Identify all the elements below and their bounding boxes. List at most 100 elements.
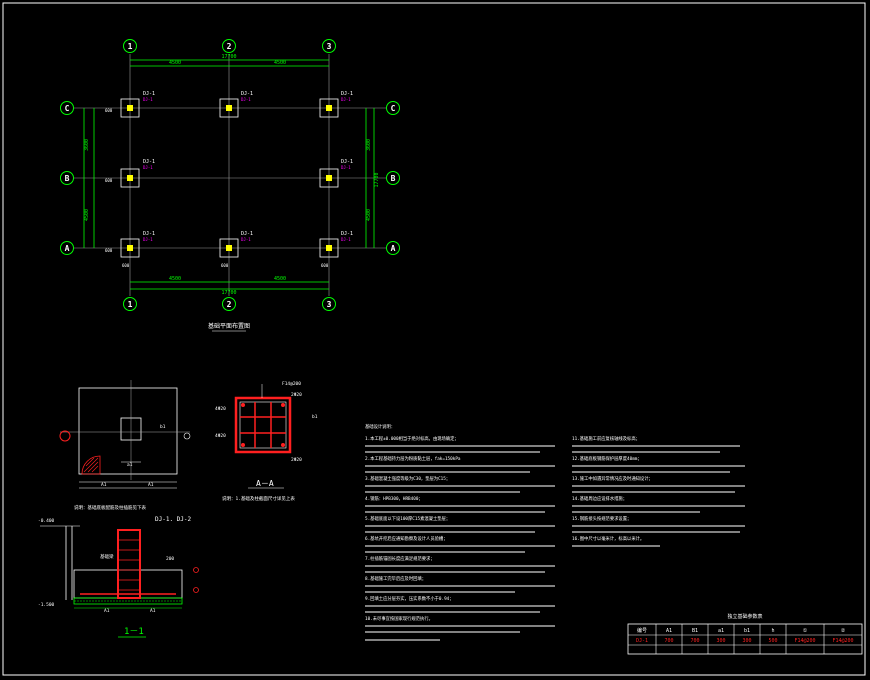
note-line: 10.未尽事宜按国家现行规范执行。 [365,615,433,622]
beam-label: 基础梁 [100,553,114,560]
plan-dimension-lines [83,59,375,290]
note-line: 4.钢筋：HPB300，HRB400； [365,495,423,502]
axis-top-2: 2 [227,42,232,51]
side-dim: 200 [166,556,174,562]
elev-bot: -1.500 [38,602,55,608]
table-cell: 300 [716,638,725,644]
notes-filler-lines [365,445,745,641]
axis-right-c: C [391,104,396,113]
dim-right-1: 3600 [366,139,372,151]
aa-right-bot: 2Φ20 [291,457,302,463]
note-line: 13.施工中如遇异常情况应及时通知设计； [572,475,653,482]
aa-left-top: 4Φ20 [215,406,226,412]
column-rebar-outline [117,529,141,599]
note-line: 7.柱插筋锚固长度应满足规范要求； [365,555,435,562]
dim-a1-2: A1 [150,608,156,614]
axis-right-a: A [391,244,396,253]
axis-bubbles [60,39,400,311]
detail-plan-note: 说明：基础底板配筋及柱插筋见下表 [74,504,146,511]
axis-labels: 1 2 3 1 2 3 C B A C B A [65,42,396,309]
footing-detail-plan: A1 A1 a1 b1 说明：基础底板配筋及柱插筋见下表 DJ-1. DJ-2 [59,380,192,523]
footing-subtag: DJ-1 [341,237,351,242]
dim-top-2: 4500 [274,60,286,66]
section-aa: F14@200 4Φ20 4Φ20 2Φ20 2Φ20 b1 A－A 说明：1.… [215,381,318,502]
aa-top-label: F14@200 [282,381,301,387]
svg-text:600: 600 [221,263,229,268]
elev-top: -0.400 [38,518,55,524]
table-cell: 300 [742,638,751,644]
dim-right-total: 17700 [374,172,380,187]
footing-subtag: DJ-1 [143,237,153,242]
note-line: 14.基础周边应设排水措施； [572,495,627,502]
dim-right-2: 4500 [366,209,372,221]
dim-bottom-1: 4500 [169,276,181,282]
section-11: -0.400 -1.500 基础梁 200 A1 A1 1－1 [38,518,199,638]
footing-subtag: DJ-1 [241,237,251,242]
aa-side: b1 [312,414,318,420]
aa-right-top: 2Φ20 [291,392,302,398]
footing-a1: DJ-1 DJ-1 [120,231,155,258]
detail-label-h: b1 [160,424,166,430]
table-cell: 700 [664,638,673,644]
detail-plan-title: DJ-1. DJ-2 [155,516,192,523]
detail-label-a2: A1 [148,482,154,488]
footing-a2: DJ-1 DJ-1 [219,231,253,258]
table-cell: F14@200 [794,638,815,644]
foundation-plan: 4500 4500 17700 4500 4500 17700 3600 450… [60,39,400,332]
axis-top-1: 1 [128,42,133,51]
detail-label-b: a1 [127,462,133,468]
footing-c3: DJ-1 DJ-1 [319,91,353,118]
axis-top-3: 3 [327,42,332,51]
footing-tag: DJ-1 [341,159,353,165]
table-header: h [771,628,774,634]
table-header: a1 [718,628,724,634]
table-header: B1 [692,628,698,634]
footing-subtag: DJ-1 [341,165,351,170]
table-title: 独立基础参数表 [727,613,762,620]
footing-subtag: DJ-1 [143,97,153,102]
notes-heading: 基础设计说明： [365,423,395,430]
footing-b1: DJ-1 DJ-1 [120,159,155,188]
svg-text:600: 600 [105,178,113,183]
table-cell: DJ-1 [636,638,648,644]
detail-label-a: A1 [101,482,107,488]
axis-right-b: B [391,174,396,183]
dim-left-2: 4500 [84,209,90,221]
footing-subtag: DJ-1 [143,165,153,170]
footing-tag: DJ-1 [341,231,353,237]
svg-text:600: 600 [105,248,113,253]
note-line: 16.图中尺寸以毫米计，标高以米计。 [572,535,644,542]
footing-tag: DJ-1 [143,159,155,165]
note-line: 9.回填土应分层夯实，压实系数不小于0.94； [365,595,454,602]
footing-tag: DJ-1 [143,231,155,237]
note-line: 11.基础施工前应复核轴线及标高； [572,435,640,442]
aa-title: A－A [256,479,274,488]
table-cell: F14@200 [832,638,853,644]
plan-dimension-text: 4500 4500 17700 4500 4500 17700 3600 450… [84,54,380,296]
svg-text:600: 600 [321,263,329,268]
table-header: ① [803,628,808,634]
table-header: A1 [666,628,672,634]
note-line: 3.基础混凝土强度等级为C30，垫层为C15； [365,475,450,482]
table-cell: 500 [768,638,777,644]
footing-b3: DJ-1 DJ-1 [319,159,353,188]
design-notes: 基础设计说明： 1.本工程±0.000相当于绝对标高，由现场确定； 2.本工程基… [365,423,653,622]
footing-subtag: DJ-1 [341,97,351,102]
footing-small-dims: 600 600 600 600 600 600 [105,108,329,268]
section-outline [234,396,292,454]
svg-text:600: 600 [122,263,130,268]
table-header: ② [841,628,846,634]
table-header: b1 [744,628,750,634]
aa-note: 说明：1.基础及柱截面尺寸详见上表 [222,495,295,502]
note-line: 5.基础底面以下设100厚C15素混凝土垫层； [365,515,450,522]
dim-top-1: 4500 [169,60,181,66]
footing-c2: DJ-1 DJ-1 [219,91,253,118]
footing-tag: DJ-1 [341,91,353,97]
axis-left-a: A [65,244,70,253]
plan-title: 基础平面布置图 [208,322,250,330]
axis-bottom-2: 2 [227,300,232,309]
axis-bottom-1: 1 [128,300,133,309]
dim-left-1: 3600 [84,139,90,151]
